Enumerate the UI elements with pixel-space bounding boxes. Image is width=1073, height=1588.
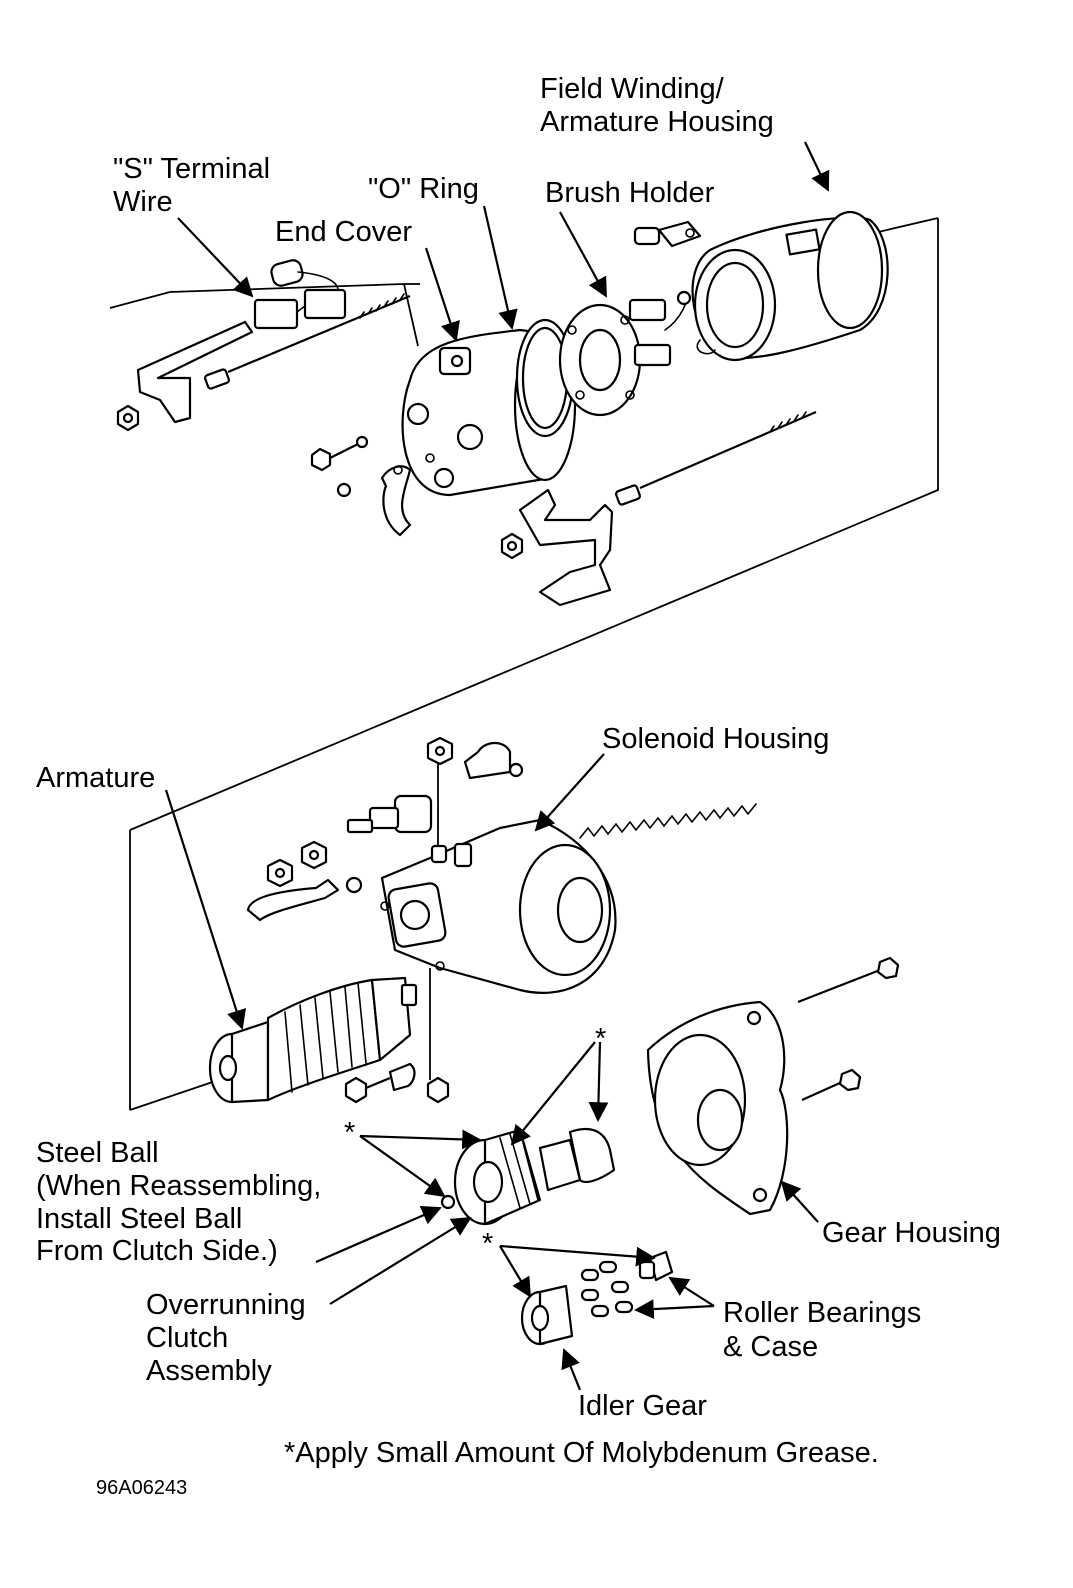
label-field-winding-line1: Field Winding/ [540, 73, 725, 105]
s-terminal-wire-part [253, 259, 347, 330]
lead-wire-part [246, 878, 340, 922]
footnote: *Apply Small Amount Of Molybdenum Grease… [284, 1437, 879, 1469]
steel-ball-part [440, 1194, 456, 1210]
contact-stud-part [346, 794, 433, 834]
solenoid-nut-part [426, 736, 454, 766]
nut-part [116, 404, 140, 432]
lead-strap-part [380, 465, 412, 537]
terminal-cap-part [463, 741, 524, 780]
label-roller-bearings-line2: & Case [723, 1331, 818, 1363]
label-overrunning-line3: Assembly [146, 1355, 272, 1387]
armature-part [208, 976, 418, 1104]
label-o-ring: "O" Ring [368, 173, 479, 205]
label-end-cover: End Cover [275, 216, 412, 248]
terminal-nuts-part [266, 840, 363, 894]
label-idler-gear: Idler Gear [578, 1390, 707, 1422]
armature-bolts-part [344, 1062, 450, 1104]
figure-code: 96A06243 [96, 1477, 187, 1499]
label-overrunning-line1: Overrunning [146, 1289, 306, 1321]
label-s-terminal-line2: Wire [113, 186, 173, 218]
star-marker-1: * [595, 1023, 606, 1055]
label-overrunning-line2: Clutch [146, 1322, 228, 1354]
gear-housing-bolts-part [797, 956, 900, 1102]
small-bolt-part [310, 435, 369, 498]
label-steel-ball-line1: Steel Ball [36, 1137, 159, 1169]
solenoid-housing-part [380, 818, 617, 994]
overrunning-clutch-part [453, 1127, 616, 1226]
label-gear-housing: Gear Housing [822, 1217, 1001, 1249]
label-brush-holder: Brush Holder [545, 177, 715, 209]
through-bolt-right-part [615, 410, 817, 506]
brush-holder-part [558, 290, 692, 417]
assembly-outline [109, 217, 939, 1111]
star-marker-2: * [344, 1117, 355, 1149]
label-s-terminal-line1: "S" Terminal [113, 153, 270, 185]
leader-arrows [164, 141, 830, 1391]
lower-nut-part [500, 532, 524, 560]
label-steel-ball-line4: From Clutch Side.) [36, 1235, 278, 1267]
label-solenoid-housing: Solenoid Housing [602, 723, 829, 755]
label-steel-ball-line3: Install Steel Ball [36, 1203, 242, 1235]
label-armature: Armature [36, 762, 155, 794]
labels: Field Winding/ Armature Housing "S" Term… [36, 73, 1001, 1499]
star-marker-3: * [482, 1228, 493, 1260]
terminal-bracket-part [136, 320, 254, 424]
label-steel-ball-line2: (When Reassembling, [36, 1170, 321, 1202]
through-bolt-part [204, 293, 411, 390]
field-housing-part [633, 210, 889, 362]
solenoid-spring-part [579, 803, 757, 839]
lower-bracket-part [518, 488, 614, 607]
label-roller-bearings-line1: Roller Bearings [723, 1297, 921, 1329]
gear-housing-part [646, 1000, 789, 1216]
roller-bearings-part [580, 1250, 674, 1318]
idler-gear-part [520, 1284, 574, 1346]
label-field-winding-line2: Armature Housing [540, 106, 774, 138]
